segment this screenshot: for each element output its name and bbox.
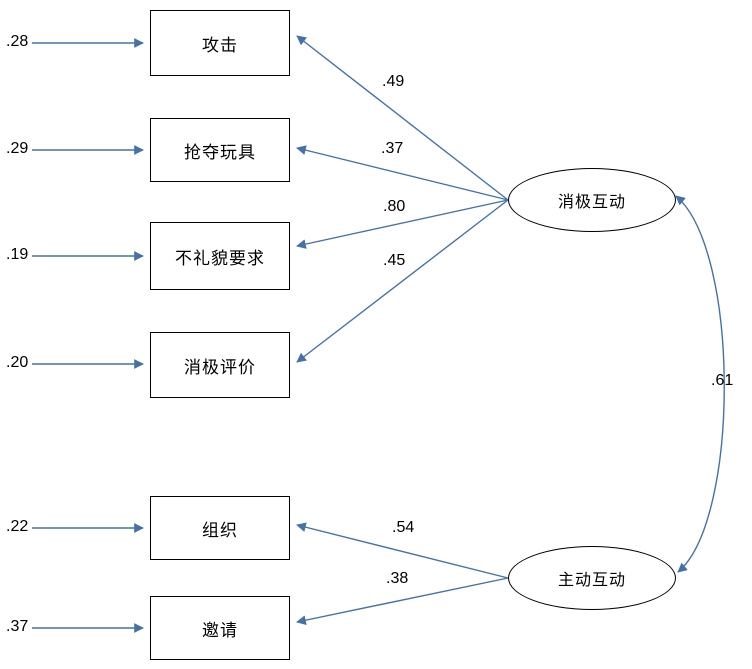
indicator-box-ind1[interactable]: 攻击 xyxy=(150,10,290,76)
factor-label: 主动互动 xyxy=(557,572,626,589)
loading-line-f1-ind2 xyxy=(296,145,509,201)
error-value-ind6: .37 xyxy=(6,618,29,635)
factor-ellipse-f2[interactable]: 主动互动 xyxy=(508,546,676,610)
indicator-box-ind6[interactable]: 邀请 xyxy=(150,596,290,660)
error-value-ind1: .28 xyxy=(6,33,29,50)
loading-value-f1-ind4: .45 xyxy=(383,252,406,269)
loading-line-f2-ind6 xyxy=(296,577,509,625)
loading-value-f2-ind5: .54 xyxy=(392,519,415,536)
indicator-box-ind2[interactable]: 抢夺玩具 xyxy=(150,118,290,182)
indicator-label: 攻击 xyxy=(202,35,238,55)
error-value-ind2: .29 xyxy=(6,140,29,157)
error-value-ind4: .20 xyxy=(6,354,29,371)
error-value-ind5: .22 xyxy=(6,518,29,535)
factor-ellipse-f1[interactable]: 消极互动 xyxy=(508,168,676,232)
covariance-value: .61 xyxy=(711,372,734,389)
indicator-label: 邀请 xyxy=(202,620,238,640)
loading-line-f1-ind1 xyxy=(296,35,509,201)
loading-value-f1-ind3: .80 xyxy=(383,198,406,215)
indicator-box-ind5[interactable]: 组织 xyxy=(150,496,290,560)
error-value-ind3: .19 xyxy=(6,246,29,263)
indicator-label: 消极评价 xyxy=(184,357,256,377)
indicator-label: 不礼貌要求 xyxy=(175,248,265,268)
covariance-curve xyxy=(675,195,725,573)
indicator-label: 抢夺玩具 xyxy=(184,142,256,162)
loading-line-f1-ind3 xyxy=(296,199,509,249)
factor-label: 消极互动 xyxy=(557,194,626,211)
indicator-box-ind4[interactable]: 消极评价 xyxy=(150,332,290,398)
indicator-box-ind3[interactable]: 不礼貌要求 xyxy=(150,222,290,290)
loading-value-f1-ind2: .37 xyxy=(381,140,404,157)
loading-line-f1-ind4 xyxy=(296,199,509,363)
loading-value-f2-ind6: .38 xyxy=(386,570,409,587)
loading-line-f2-ind5 xyxy=(296,522,509,579)
loading-value-f1-ind1: .49 xyxy=(382,73,405,90)
indicator-label: 组织 xyxy=(202,520,238,540)
